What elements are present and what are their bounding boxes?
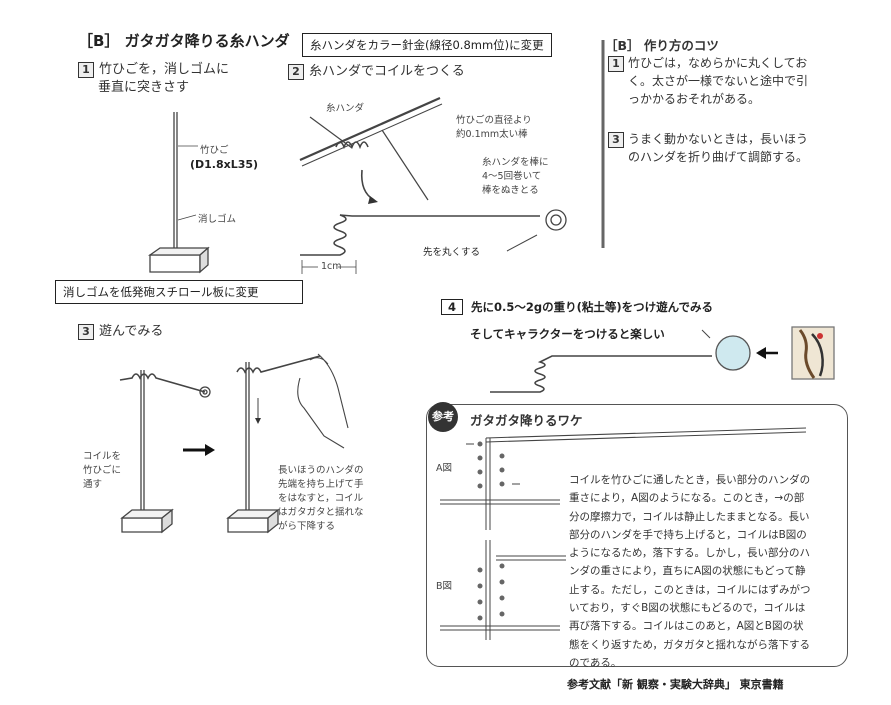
tip-3: 3 うまく動かないときは，長いほう のハンダを折り曲げて調節する。 (608, 130, 853, 166)
label-wind-3: 棒をぬきとる (482, 185, 539, 196)
label-rod-2: 約0.1mm太い棒 (456, 129, 528, 140)
reference-figure-a (440, 427, 807, 530)
reference-line: 重さにより，A図のようになる。このとき，→の部 (569, 492, 805, 505)
step1-line2: 垂直に突きさす (98, 80, 190, 95)
tip-1-line-3: っかかるおそれがある。 (628, 92, 761, 106)
label-desc-4: はガタガタと揺れな (278, 507, 364, 518)
label-rod-1: 竹ひごの直径より (456, 115, 532, 126)
citation: 参考文献「新 観察・実験大辞典」 東京書籍 (567, 678, 784, 691)
label-wind-1: 糸ハンダを棒に (482, 157, 549, 168)
label-itohanda: 糸ハンダ (326, 103, 365, 114)
change-note-wire: 糸ハンダをカラー針金(線径0.8mm位)に変更 (302, 33, 552, 57)
step3-number: 3 (78, 323, 94, 340)
reference-line: 部分のハンダを手で持ち上げると，コイルはB図の (569, 528, 807, 541)
label-keshigomu: 消しゴム (198, 214, 237, 225)
reference-line: ンダの重さにより，直ちにA図の状態にもどって静 (569, 565, 806, 578)
label-round-tip: 先を丸くする (423, 247, 481, 258)
label-fig-a: A図 (436, 463, 452, 474)
reference-line: のである。 (569, 656, 622, 669)
tip-1-line-1: 竹ひごは，なめらかに丸くしてお (628, 56, 808, 70)
label-takehigo: 竹ひご (200, 145, 229, 156)
step4-figure (490, 326, 835, 393)
step3-figure-right (226, 353, 349, 534)
reference-badge: 参考 (428, 402, 458, 432)
tip-3-line-2: のハンダを折り曲げて調節する。 (628, 150, 809, 164)
step2-title: 糸ハンダでコイルをつくる (309, 64, 465, 79)
label-fig-b: B図 (436, 581, 453, 592)
reference-line: いており，すぐB図の状態にもどるので，コイルは (569, 602, 806, 615)
step2-heading: 2 糸ハンダでコイルをつくる (288, 60, 465, 80)
label-desc-1: 長いほうのハンダの (278, 465, 364, 476)
reference-panel (426, 404, 848, 667)
reference-line: コイルを竹ひごに通したとき，長い部分のハンダの (569, 474, 811, 486)
label-desc-2: 先端を持ち上げて手 (278, 479, 364, 490)
reference-line: 態をくり返すため，ガタガタと揺れながら落下する (569, 638, 810, 651)
step1-number: 1 (78, 61, 94, 78)
change-note-eraser: 消しゴムを低発砲スチロール板に変更 (55, 280, 303, 304)
tip-1: 1 竹ひごは，なめらかに丸くしてお く。太さが一様でないと途中で引 っかかるおそ… (608, 54, 853, 108)
tip-1-line-2: く。太さが一様でないと途中で引 (628, 74, 809, 88)
reference-body: コイルを竹ひごに通したとき，長い部分のハンダの 重さにより，A図のようになる。こ… (569, 471, 839, 672)
step3-figure-left (119, 370, 211, 534)
reference-line: 分の摩擦力で，コイルは静止したままとなる。長い (569, 510, 810, 523)
step4-number: 4 (441, 299, 464, 315)
label-coil-2: 竹ひごに (83, 465, 122, 476)
label-1cm: 1cm (321, 261, 342, 272)
page-title: ［B］ ガタガタ降りる糸ハンダ (78, 32, 290, 50)
tips-title: ［B］ 作り方のコツ (605, 38, 719, 53)
label-coil-3: 通す (83, 479, 103, 490)
reference-line: ようになるため，落下する。しかし，長い部分のハ (569, 547, 810, 560)
reference-line: 再び落下する。コイルはこのあと，A図とB図の状 (569, 620, 804, 633)
step3-heading: 3 遊んでみる (78, 320, 163, 340)
label-wind-2: 4～5回巻いて (482, 171, 542, 182)
tip-3-line-1: うまく動かないときは，長いほう (628, 132, 809, 146)
step3-title: 遊んでみる (99, 324, 164, 339)
reference-line: 止する。ただし，このときは，コイルにはずみがつ (569, 583, 811, 596)
tip-3-number: 3 (608, 132, 624, 148)
reference-figure-b (440, 540, 566, 640)
step4-sub: そしてキャラクターをつけると楽しい (470, 327, 665, 341)
step2-number: 2 (288, 63, 304, 80)
label-coil-1: コイルを (83, 451, 122, 462)
step2-figure (299, 96, 567, 274)
step1-figure (147, 112, 210, 274)
step1-line1: 竹ひごを，消しゴムに (99, 62, 230, 77)
reference-title: ガタガタ降りるワケ (470, 413, 583, 428)
step4-heading: 4 先に0.5～2gの重り(粘土等)をつけ遊んでみる (441, 299, 713, 315)
label-desc-3: をはなすと，コイル (278, 493, 364, 504)
step4-text: 先に0.5～2gの重り(粘土等)をつけ遊んでみる (471, 300, 714, 314)
label-desc-5: がら下降する (278, 521, 336, 532)
tip-1-number: 1 (608, 56, 624, 72)
label-size: (D1.8xL35) (190, 158, 259, 171)
step1-heading: 1 竹ひごを，消しゴムに (78, 58, 229, 78)
